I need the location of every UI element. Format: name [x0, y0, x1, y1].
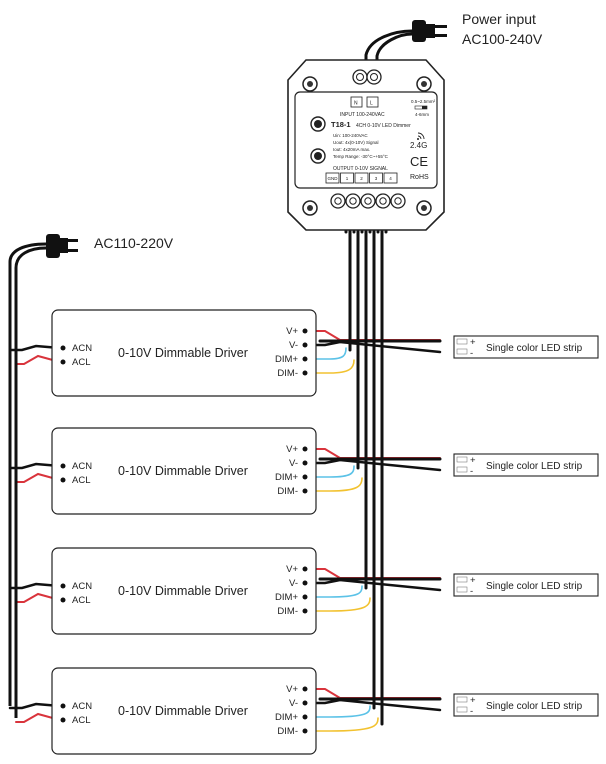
acl-label: ACL — [72, 357, 90, 368]
driver-title: 0-10V Dimmable Driver — [118, 584, 248, 598]
led-strip: +- Single color LED strip — [453, 573, 599, 597]
power-input-voltage: AC100-240V — [462, 31, 543, 47]
strip-length-label: 4-6mm — [415, 112, 429, 117]
strip-minus-label: - — [470, 466, 473, 477]
acn-label: ACN — [72, 701, 92, 712]
model-label: T18-1 — [331, 120, 351, 129]
vminus-label: V- — [289, 578, 298, 589]
dimmable-driver: 0-10V Dimmable Driver ACN ACL V+ V- DIM+ DIM- — [51, 309, 317, 397]
input-rating-label: INPUT 100-240VAC — [340, 112, 385, 118]
spec-line: Iout: 4x20mA max. — [333, 147, 370, 152]
dimminus-label: DIM- — [277, 726, 298, 737]
acl-label: ACL — [72, 715, 90, 726]
strip-plus-label: + — [470, 575, 476, 586]
input-n-label: N — [354, 101, 358, 107]
wireless-label: 2.4G — [410, 141, 427, 150]
strip-label: Single color LED strip — [486, 343, 583, 354]
driver-title: 0-10V Dimmable Driver — [118, 346, 248, 360]
model-desc-label: 4CH 0-10V LED Dimmer — [356, 123, 411, 129]
driver-title: 0-10V Dimmable Driver — [118, 704, 248, 718]
strip-minus-label: - — [470, 706, 473, 717]
spec-line: Uout: 4x(0-10V) Signal — [333, 140, 379, 145]
strip-plus-label: + — [470, 337, 476, 348]
strip-plus-label: + — [470, 695, 476, 706]
led-strip: +- Single color LED strip — [453, 693, 599, 717]
vminus-label: V- — [289, 458, 298, 469]
rohs-mark-icon: RoHS — [410, 174, 429, 181]
terminal-label: 4 — [389, 176, 392, 181]
strip-label: Single color LED strip — [486, 581, 583, 592]
dimplus-label: DIM+ — [275, 592, 298, 603]
vplus-label: V+ — [286, 684, 298, 695]
dimmable-driver: 0-10V Dimmable Driver ACN ACL V+ V- DIM+ DIM- — [51, 667, 317, 755]
ce-mark-icon: CE — [410, 154, 428, 169]
strip-label: Single color LED strip — [486, 461, 583, 472]
terminal-label: 3 — [375, 176, 378, 181]
terminal-label: 2 — [360, 176, 363, 181]
spec-line: Uin: 100-240VAC — [333, 133, 368, 138]
terminal-label: GND — [328, 176, 339, 181]
dimplus-label: DIM+ — [275, 472, 298, 483]
strip-minus-label: - — [470, 586, 473, 597]
spec-line: Temp Range: -30°C~+55°C — [333, 154, 389, 159]
acl-label: ACL — [72, 475, 90, 486]
power-input-title: Power input — [462, 11, 536, 27]
dimmer-controller: N L INPUT 100-240VAC 0.5~2.5mm² 4-6mm T1… — [287, 59, 445, 231]
spec-lines: Uin: 100-240VAC Uout: 4x(0-10V) SignalIou… — [333, 133, 389, 159]
vplus-label: V+ — [286, 564, 298, 575]
strip-minus-label: - — [470, 348, 473, 359]
acn-label: ACN — [72, 461, 92, 472]
dimplus-label: DIM+ — [275, 354, 298, 365]
dimminus-label: DIM- — [277, 486, 298, 497]
output-terminal-screws — [330, 193, 406, 209]
output-terminals: GND 1 2 3 4 — [325, 172, 398, 184]
wireless-icon — [417, 132, 425, 140]
strip-plus-label: + — [470, 455, 476, 466]
mains-voltage-label: AC110-220V — [94, 235, 174, 251]
power-plug-icon — [364, 20, 447, 68]
vplus-label: V+ — [286, 326, 298, 337]
acn-label: ACN — [72, 343, 92, 354]
wire-bundle — [8, 207, 442, 732]
wire-gauge-label: 0.5~2.5mm² — [411, 99, 436, 104]
mains-plug-icon — [8, 234, 78, 718]
dimminus-label: DIM- — [277, 606, 298, 617]
vminus-label: V- — [289, 340, 298, 351]
dimmable-driver: 0-10V Dimmable Driver ACN ACL V+ V- DIM+ DIM- — [51, 427, 317, 515]
led-strip: +- Single color LED strip — [453, 453, 599, 477]
dimplus-label: DIM+ — [275, 712, 298, 723]
dimmable-driver: 0-10V Dimmable Driver ACN ACL V+ V- DIM+ DIM- — [51, 547, 317, 635]
output-label: OUTPUT 0-10V SIGNAL — [333, 166, 388, 172]
driver-title: 0-10V Dimmable Driver — [118, 464, 248, 478]
acl-label: ACL — [72, 595, 90, 606]
strip-label: Single color LED strip — [486, 701, 583, 712]
terminal-label: 1 — [346, 176, 349, 181]
vminus-label: V- — [289, 698, 298, 709]
dimminus-label: DIM- — [277, 368, 298, 379]
led-strip: +- Single color LED strip — [453, 335, 599, 359]
acn-label: ACN — [72, 581, 92, 592]
input-l-label: L — [370, 101, 373, 107]
vplus-label: V+ — [286, 444, 298, 455]
